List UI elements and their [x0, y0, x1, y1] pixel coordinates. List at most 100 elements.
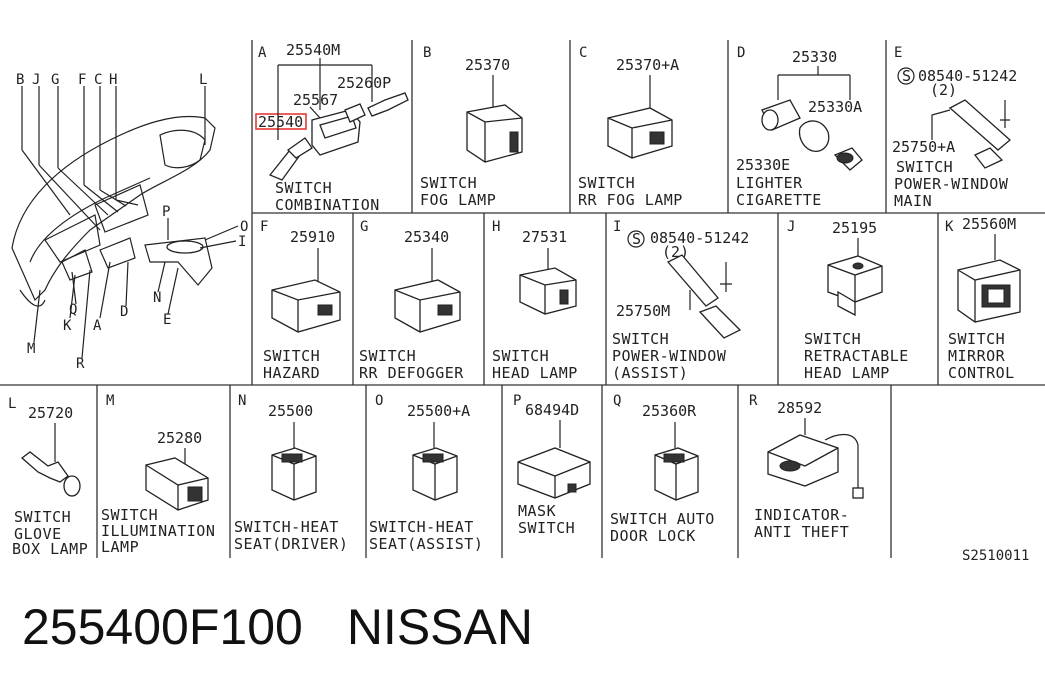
section-letter: G: [360, 219, 368, 235]
part-number: 25260P: [337, 74, 391, 92]
section-label: MIRROR: [948, 347, 1006, 365]
overview-letter: C: [94, 72, 102, 88]
overview-letter: B: [16, 72, 24, 88]
section-label: HAZARD: [263, 364, 320, 382]
section-label: GLOVE: [14, 525, 62, 543]
section-h[interactable]: H 27531 SWITCH HEAD LAMP: [492, 219, 578, 382]
overview-letter: M: [27, 341, 35, 357]
overview-letter: J: [32, 72, 40, 88]
part-number: 25500: [268, 402, 313, 420]
section-label: SWITCH: [612, 330, 669, 348]
section-label: SWITCH-HEAT: [234, 518, 339, 536]
section-label: SWITCH: [275, 179, 332, 197]
section-letter: M: [106, 393, 114, 409]
part-number: 25370: [465, 56, 510, 74]
section-g[interactable]: G 25340 SWITCH RR DEFOGGER: [359, 219, 464, 382]
section-letter: Q: [613, 393, 621, 409]
section-d[interactable]: D 25330 25330A 25330E LIGHTER CIGARETTE: [736, 45, 863, 209]
overview-letter: H: [109, 72, 117, 88]
section-label: SWITCH-HEAT: [369, 518, 474, 536]
section-n[interactable]: N 25500 SWITCH-HEAT SEAT(DRIVER): [234, 393, 348, 553]
part-number: 08540-51242: [918, 67, 1017, 85]
overview-letters: B J G F C H L O I P N E D A K Q R M: [16, 72, 248, 372]
section-letter: R: [749, 393, 758, 409]
section-label: COMBINATION: [275, 196, 380, 214]
section-label: SEAT(DRIVER): [234, 535, 348, 553]
section-k[interactable]: K 25560M SWITCH MIRROR CONTROL: [945, 215, 1021, 382]
section-i[interactable]: I S 08540-51242 (2) 25750M SWITCH POWER-…: [612, 219, 749, 382]
section-label: CIGARETTE: [736, 191, 822, 209]
footer-brand: NISSAN: [346, 599, 533, 655]
screw-s-icon: S: [902, 67, 911, 85]
section-letter: F: [260, 219, 268, 235]
section-label: SWITCH: [359, 347, 416, 365]
section-letter: C: [579, 45, 587, 61]
overview-letter: N: [153, 290, 161, 306]
part-number: 28592: [777, 399, 822, 417]
section-letter: L: [8, 396, 16, 412]
section-b[interactable]: B 25370 SWITCH FOG LAMP: [420, 45, 523, 209]
part-number: 68494D: [525, 401, 579, 419]
section-letter: N: [238, 393, 246, 409]
section-label: SWITCH: [263, 347, 320, 365]
overview-letter: F: [78, 72, 86, 88]
section-q[interactable]: Q 25360R SWITCH AUTO DOOR LOCK: [610, 393, 715, 545]
section-letter: K: [945, 219, 954, 235]
section-label: HEAD LAMP: [804, 364, 890, 382]
footer-part-number: 255400F100: [22, 599, 303, 655]
section-label: INDICATOR-: [754, 506, 849, 524]
section-label: MASK: [518, 502, 556, 520]
part-number: (2): [930, 81, 957, 99]
section-letter: A: [258, 45, 267, 61]
section-j[interactable]: J 25195 SWITCH RETRACTABLE HEAD LAMP: [787, 219, 909, 382]
section-label: HEAD LAMP: [492, 364, 578, 382]
dashboard-overview: [11, 115, 216, 307]
section-label: BOX LAMP: [12, 540, 88, 558]
section-p[interactable]: P 68494D MASK SWITCH: [513, 393, 591, 537]
part-number: 25540M: [286, 41, 340, 59]
section-letter: D: [737, 45, 745, 61]
section-letter: H: [492, 219, 500, 235]
overview-letter: O: [240, 219, 248, 235]
overview-letter: E: [163, 312, 171, 328]
section-letter: O: [375, 393, 383, 409]
section-label: DOOR LOCK: [610, 527, 696, 545]
overview-letter: R: [76, 356, 85, 372]
section-label: SWITCH: [578, 174, 635, 192]
overview-letter: D: [120, 304, 128, 320]
part-number: 25750M: [616, 302, 670, 320]
section-label: SWITCH: [101, 506, 158, 524]
overview-letter: G: [51, 72, 59, 88]
part-number: 25195: [832, 219, 877, 237]
screw-symbol-icon: [897, 67, 915, 85]
part-number-highlighted: 25540: [258, 113, 303, 131]
part-number: 25330: [792, 48, 837, 66]
section-letter: J: [787, 219, 795, 235]
screw-s-icon: S: [632, 230, 641, 248]
section-label: SWITCH: [804, 330, 861, 348]
section-l[interactable]: L 25720 SWITCH GLOVE BOX LAMP: [8, 396, 88, 558]
section-m[interactable]: M 25280 SWITCH ILLUMINATION LAMP: [101, 393, 215, 556]
section-label: RR FOG LAMP: [578, 191, 683, 209]
overview-letter: L: [199, 72, 207, 88]
section-a[interactable]: A 25540M 25260P 25567 25540 SWITCH COMBI…: [255, 41, 409, 214]
section-label: RETRACTABLE: [804, 347, 909, 365]
section-o[interactable]: O 25500+A SWITCH-HEAT SEAT(ASSIST): [369, 393, 483, 553]
part-number: 27531: [522, 228, 567, 246]
overview-leader-lines: [21, 86, 239, 359]
section-e[interactable]: E S 08540-51242 (2) 25750+A SWITCH POWER…: [892, 45, 1017, 210]
part-number: 25750+A: [892, 138, 955, 156]
part-number: 25340: [404, 228, 449, 246]
part-number: 25330A: [808, 98, 862, 116]
section-c[interactable]: C 25370+A SWITCH RR FOG LAMP: [578, 45, 683, 209]
section-letter: E: [894, 45, 902, 61]
section-r[interactable]: R 28592 INDICATOR- ANTI THEFT: [749, 393, 864, 541]
section-label: SWITCH: [420, 174, 477, 192]
section-label: SEAT(ASSIST): [369, 535, 483, 553]
section-f[interactable]: F 25910 SWITCH HAZARD: [260, 219, 341, 382]
part-number: 25360R: [642, 402, 697, 420]
section-letter: I: [613, 219, 621, 235]
section-label: LAMP: [101, 538, 139, 556]
section-label: SWITCH AUTO: [610, 510, 715, 528]
